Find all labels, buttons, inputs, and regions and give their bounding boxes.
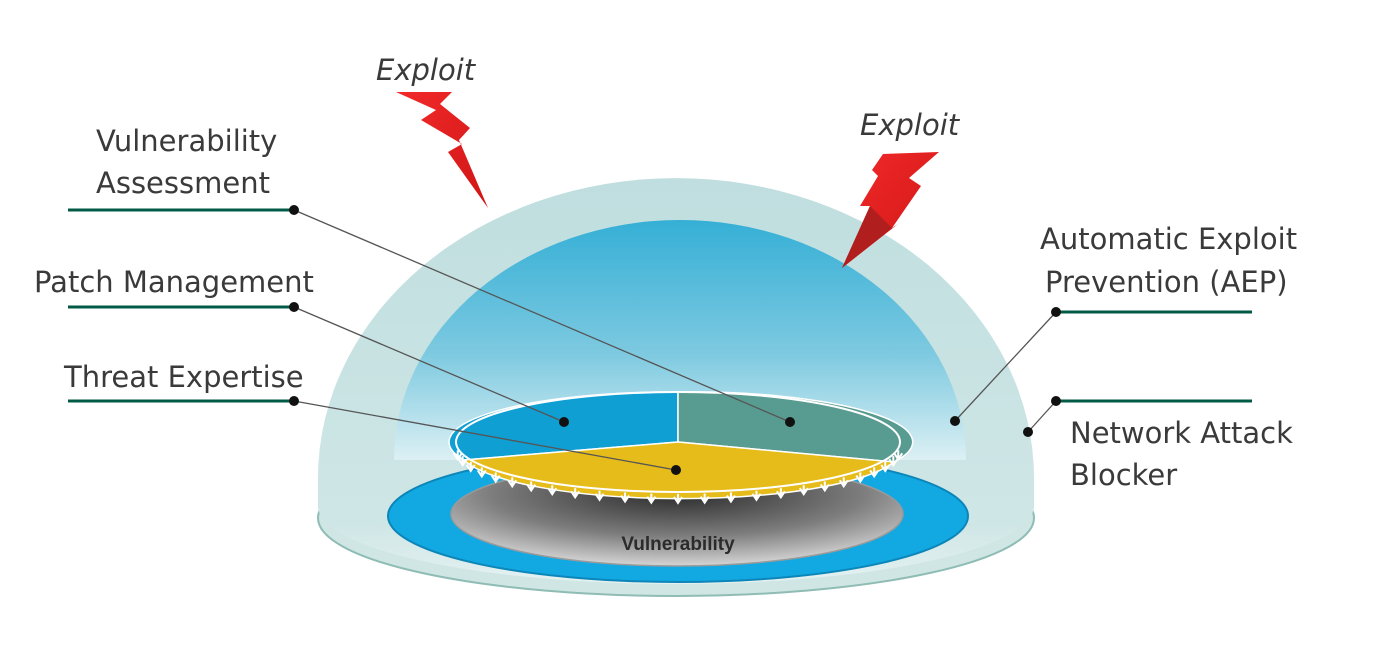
blocking-arrows [452, 450, 904, 505]
inner-dome-shell [394, 220, 966, 460]
exploit-label-right: Exploit [860, 108, 961, 142]
down-arrow-icon [893, 450, 904, 462]
label-line: Prevention (AEP) [1045, 265, 1288, 299]
leader-dot [289, 396, 299, 406]
leader-pointer-threat-expertise [293, 400, 677, 471]
label-line: Network Attack [1070, 416, 1293, 450]
down-arrow-icon [880, 461, 891, 473]
down-arrow-icon [594, 490, 605, 502]
down-arrow-icon [751, 490, 762, 502]
down-arrow-icon [819, 481, 830, 493]
label-line: Automatic Exploit [1040, 222, 1297, 256]
label-line: Vulnerability [96, 124, 277, 158]
down-arrow-icon [570, 488, 580, 500]
leader-pointer-network-attack-blocker [1027, 400, 1057, 433]
down-arrow-icon [726, 492, 736, 504]
down-arrow-icon [547, 485, 558, 497]
down-arrow-icon [869, 467, 880, 479]
leader-pointer-vulnerability-assessment [293, 209, 791, 423]
down-arrow-icon [798, 485, 809, 497]
leader-dot [671, 465, 681, 475]
exploit-bolt-left [396, 92, 488, 208]
down-arrow-icon [526, 481, 537, 493]
lightning-bolt-icon [396, 92, 488, 208]
leader-dot [289, 302, 299, 312]
label-network-attack-blocker: Network Attack Blocker [1070, 416, 1293, 492]
exploit-label-left: Exploit [376, 53, 477, 87]
leader-dot [559, 417, 569, 427]
label-line: Blocker [1070, 458, 1177, 492]
down-arrow-icon [646, 493, 657, 505]
inner-dome-layer [394, 220, 966, 460]
leader-dot [1051, 307, 1061, 317]
label-vulnerability-assessment: Vulnerability Assessment [96, 124, 277, 200]
lightning-bolt-shadow [842, 206, 892, 268]
pie-rim [455, 391, 901, 493]
leader-dot [950, 416, 960, 426]
leader-pointer-automatic-exploit-prevention [954, 311, 1057, 422]
down-arrow-icon [888, 456, 899, 467]
down-arrow-icon [776, 488, 786, 500]
down-arrow-icon [465, 461, 476, 473]
down-arrow-icon [699, 493, 710, 505]
exploit-bolt-right [842, 152, 939, 268]
down-arrow-icon [452, 450, 463, 462]
leader-dot [1023, 427, 1033, 437]
leader-dot [289, 205, 299, 215]
leader-dot [785, 417, 795, 427]
down-arrow-icon [490, 472, 501, 484]
down-arrow-icon [673, 494, 683, 505]
down-arrow-icon [855, 472, 866, 484]
label-patch-management: Patch Management [34, 265, 314, 299]
vulnerability-core-label: Vulnerability [621, 534, 735, 555]
leader-dot [1051, 396, 1061, 406]
down-arrow-icon [620, 492, 630, 504]
down-arrow-icon [476, 467, 487, 479]
down-arrow-icon [838, 477, 849, 489]
down-arrow-icon [457, 456, 468, 467]
label-line: Assessment [96, 166, 270, 200]
label-automatic-exploit-prevention: Automatic Exploit Prevention (AEP) [1040, 222, 1297, 299]
leader-lines [68, 205, 1252, 475]
label-threat-expertise: Threat Expertise [63, 360, 304, 394]
leader-pointer-patch-management [293, 306, 565, 423]
down-arrow-icon [507, 477, 518, 489]
